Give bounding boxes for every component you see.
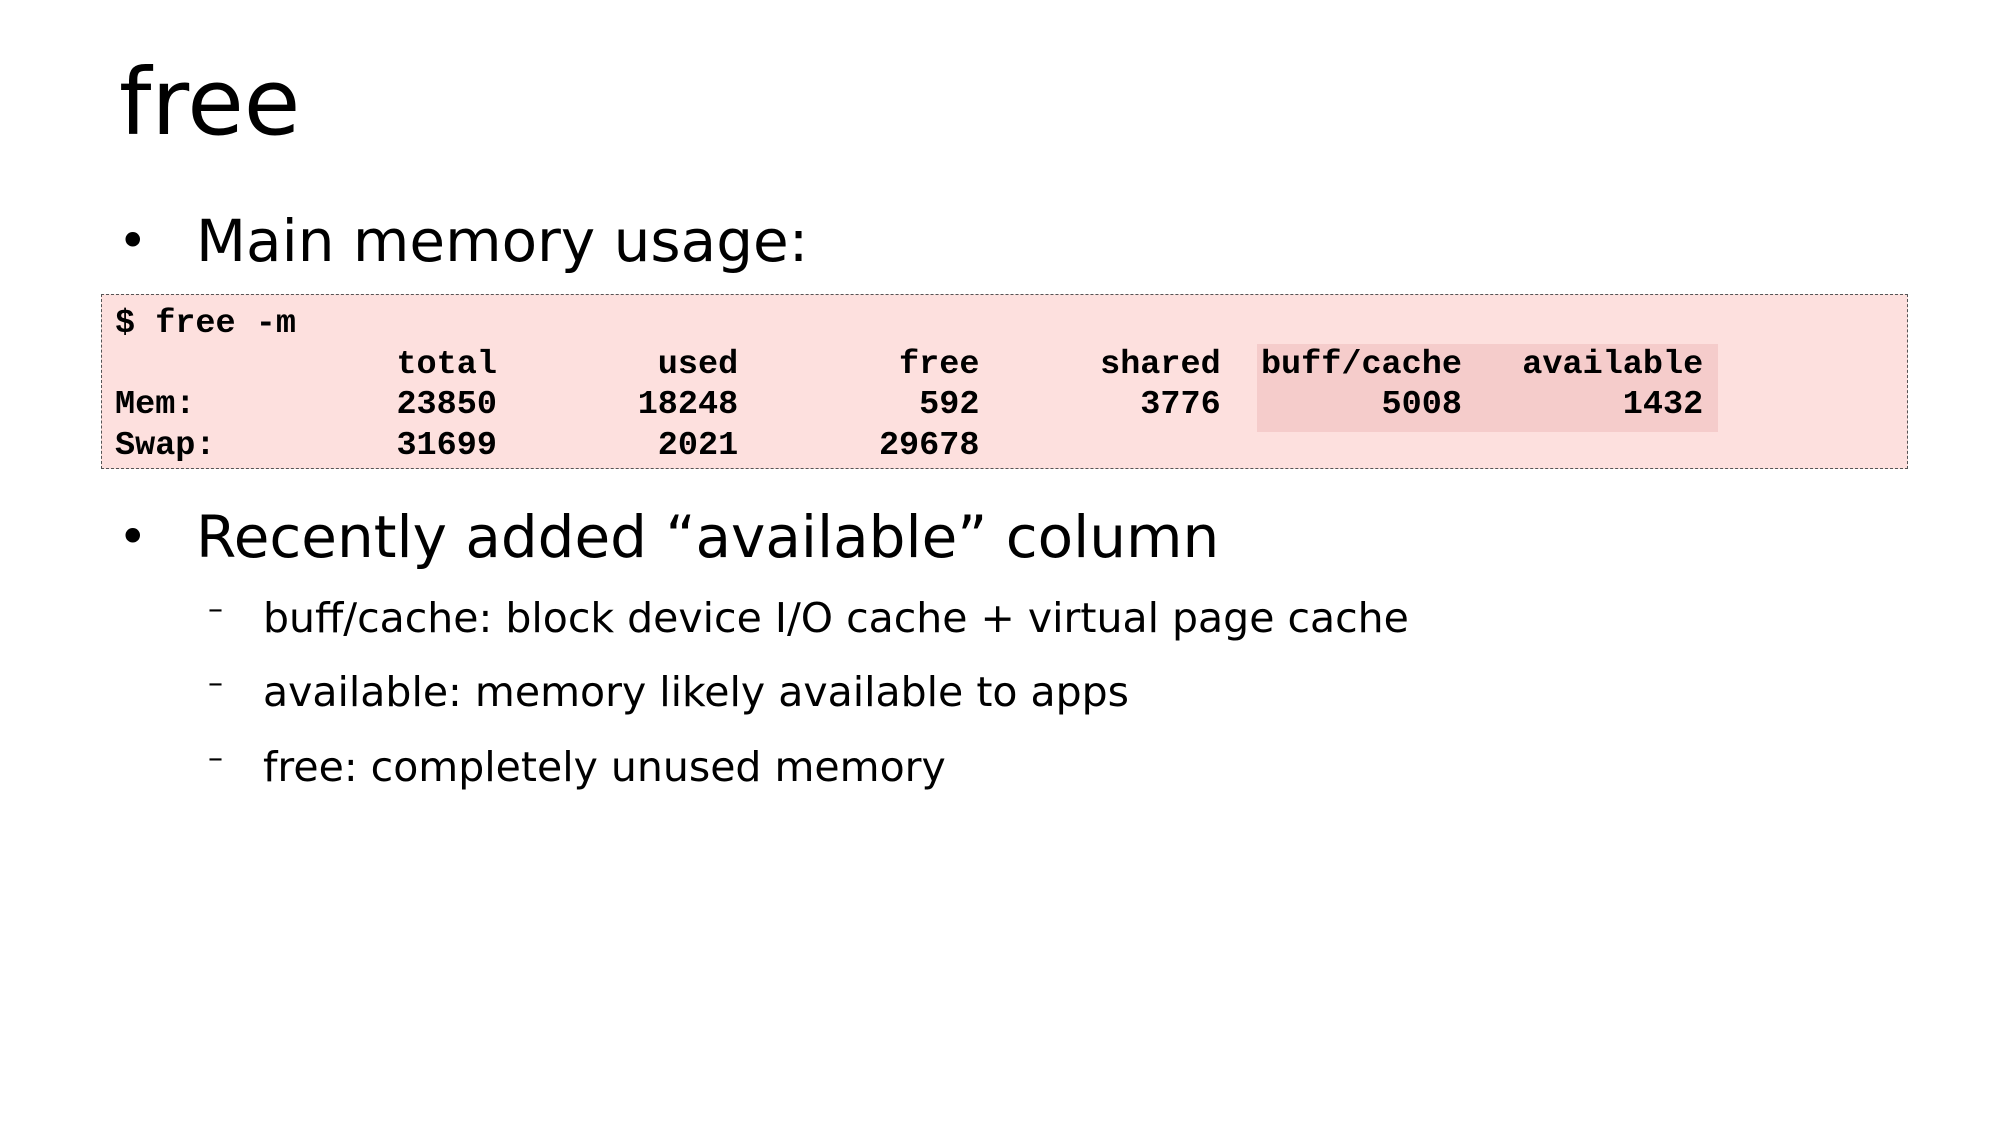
header-cell: total [255, 345, 497, 384]
row-cell: 1432 [1461, 386, 1704, 424]
sub-item-text: buff/cache: block device I/O cache + vir… [263, 594, 1409, 642]
row-cell: 592 [738, 386, 980, 424]
bullet-icon: • [118, 508, 148, 566]
terminal-output: $ free -m total used free shared buff/ca… [115, 304, 1703, 466]
sub-item-text: available: memory likely available to ap… [263, 668, 1130, 716]
row-label: Mem: [115, 386, 256, 424]
row-cell: 31699 [255, 426, 497, 465]
header-cell: free [738, 345, 980, 384]
dash-icon: – [208, 592, 223, 627]
header-cell: available [1461, 345, 1704, 384]
row-cell: 18248 [496, 386, 739, 424]
bullet-icon: • [118, 212, 148, 270]
highlight-buffcache-available [1257, 344, 1718, 432]
bullet-text: Main memory usage: [196, 207, 809, 275]
row-cell: 23850 [255, 386, 497, 424]
sub-item-text: free: completely unused memory [263, 743, 946, 791]
dash-icon: – [208, 666, 223, 701]
row-cell: 2021 [496, 426, 739, 465]
header-cell: buff/cache [1220, 345, 1462, 384]
slide-title: free [119, 49, 301, 156]
dash-icon: – [208, 741, 223, 776]
row-label: Swap: [115, 426, 256, 465]
bullet-text: Recently added “available” column [196, 503, 1220, 571]
header-cell: used [496, 345, 739, 384]
row-cell: 5008 [1220, 386, 1462, 424]
row-cell: 3776 [979, 386, 1221, 424]
header-cell: shared [979, 345, 1221, 384]
row-cell: 29678 [738, 426, 980, 465]
header-label [115, 346, 256, 384]
command-line: $ free -m [115, 305, 296, 343]
header-row: total used free shared buff/cache availa… [115, 345, 1703, 386]
swap-row: Swap: 31699 2021 29678 [115, 426, 1703, 467]
mem-row: Mem: 23850 18248 592 3776 5008 1432 [115, 385, 1703, 426]
